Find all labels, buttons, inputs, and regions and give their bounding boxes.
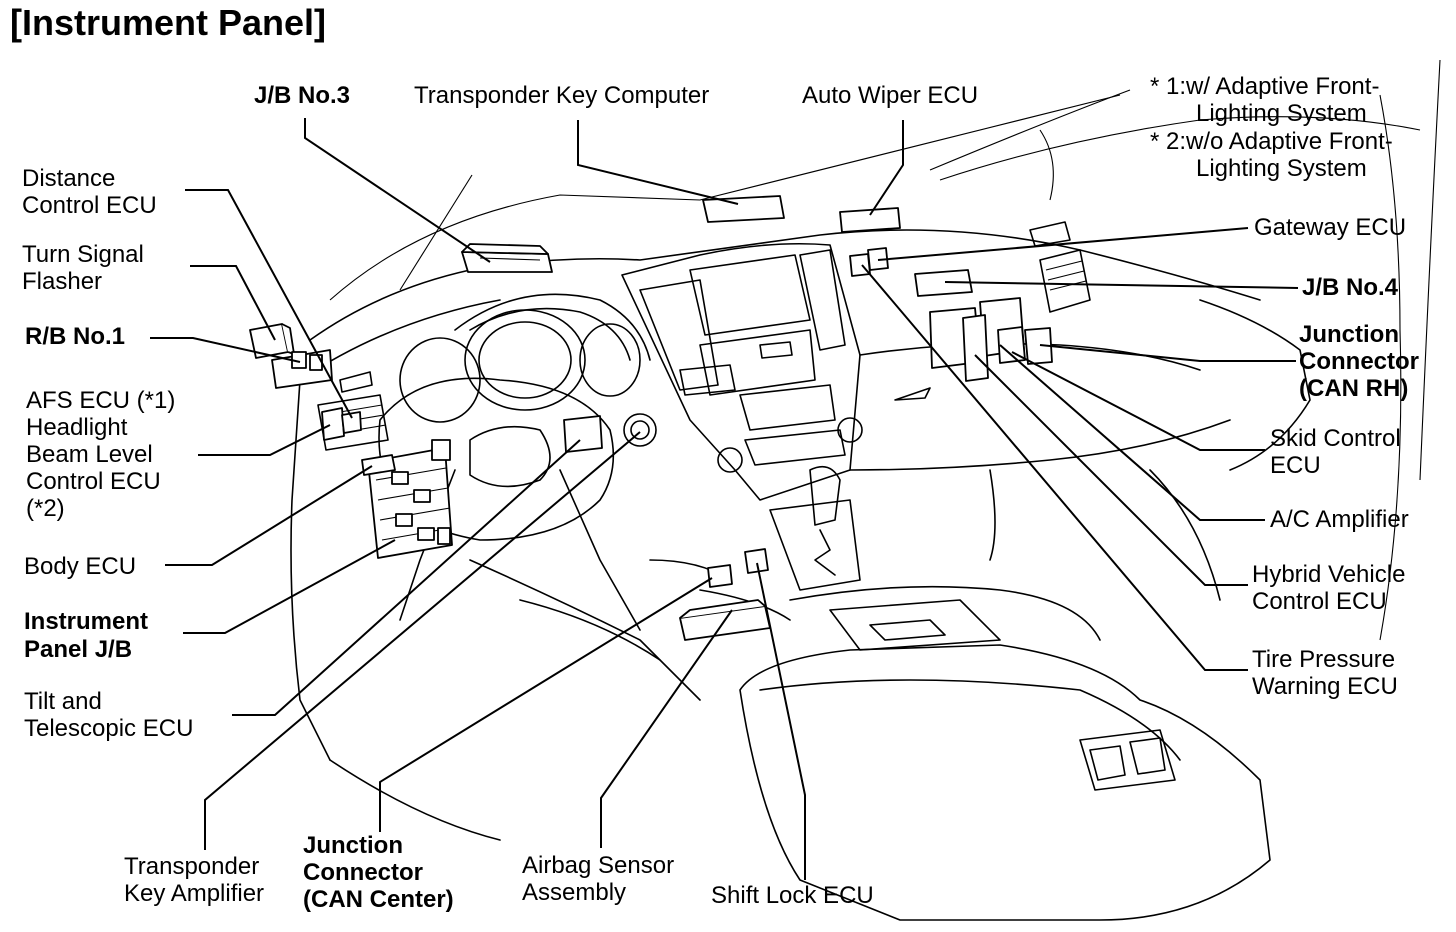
label-turn-signal-flasher-1: Turn Signal <box>22 241 144 268</box>
label-distance-control-ecu-1: Distance <box>22 165 116 192</box>
body-ecu-block <box>361 454 396 476</box>
label-turn-signal-flasher-2: Flasher <box>22 268 103 295</box>
note-1-line-1: * 1:w/ Adaptive Front- <box>1150 73 1380 100</box>
label-body-ecu: Body ECU <box>24 553 137 580</box>
instrument-panel-jb-block <box>367 439 453 559</box>
label-hybrid-vehicle-control-ecu-1: Hybrid Vehicle <box>1252 561 1406 588</box>
label-tilt-telescopic-ecu-2: Telescopic ECU <box>24 715 194 742</box>
label-jb-no3: J/B No.3 <box>254 82 351 109</box>
junction-connector-can-rh-block <box>1024 327 1053 365</box>
label-skid-control-ecu-1: Skid Control <box>1270 425 1401 452</box>
distance-control-ecu-block <box>341 411 362 434</box>
auto-wiper-ecu-block <box>839 207 901 233</box>
airbag-sensor-block <box>679 599 771 641</box>
label-ac-amplifier: A/C Amplifier <box>1270 506 1409 533</box>
label-tire-pressure-warning-ecu-1: Tire Pressure <box>1252 646 1396 673</box>
label-transponder-key-amplifier-1: Transponder <box>124 853 260 880</box>
rb-no1-block <box>271 349 333 389</box>
label-jc-can-center-2: Connector <box>303 859 423 886</box>
label-hybrid-vehicle-control-ecu-2: Control ECU <box>1252 588 1387 615</box>
label-transponder-key-computer: Transponder Key Computer <box>414 82 710 109</box>
turn-signal-flasher-block <box>249 323 295 359</box>
label-afs-ecu-5: (*2) <box>26 495 65 522</box>
note-1-line-2: Lighting System <box>1196 100 1367 127</box>
label-jc-can-center-3: (CAN Center) <box>303 886 454 913</box>
transponder-key-computer-block <box>702 195 785 223</box>
shift-lock-ecu-block <box>744 548 769 574</box>
tilt-telescopic-ecu-block <box>563 415 603 453</box>
hybrid-vehicle-control-ecu-block <box>962 314 989 382</box>
label-jc-can-center-1: Junction <box>303 832 403 859</box>
junction-connector-can-center-block <box>707 564 733 588</box>
label-tilt-telescopic-ecu-1: Tilt and <box>24 688 102 715</box>
label-instrument-panel-jb-1: Instrument <box>24 608 149 635</box>
label-tire-pressure-warning-ecu-2: Warning ECU <box>1252 673 1398 700</box>
label-jb-no4: J/B No.4 <box>1302 274 1399 301</box>
leader-lines <box>150 118 1299 880</box>
label-instrument-panel-jb-2: Panel J/B <box>24 636 133 663</box>
jb-no4-block <box>914 269 973 297</box>
label-afs-ecu-1: AFS ECU (*1) <box>26 387 176 414</box>
label-airbag-sensor-1: Airbag Sensor <box>522 852 675 879</box>
label-skid-control-ecu-2: ECU <box>1270 452 1321 479</box>
note-2-line-1: * 2:w/o Adaptive Front- <box>1150 128 1393 155</box>
label-jc-can-rh-1: Junction <box>1299 321 1399 348</box>
tire-pressure-warning-ecu-block <box>849 253 871 277</box>
label-rb-no1: R/B No.1 <box>25 323 126 350</box>
label-auto-wiper-ecu: Auto Wiper ECU <box>802 82 979 109</box>
label-afs-ecu-3: Beam Level <box>26 441 153 468</box>
label-jc-can-rh-3: (CAN RH) <box>1299 375 1409 402</box>
label-gateway-ecu: Gateway ECU <box>1254 214 1407 241</box>
ac-amplifier-connector <box>997 326 1026 364</box>
note-2-line-2: Lighting System <box>1196 155 1367 182</box>
label-airbag-sensor-2: Assembly <box>522 879 627 906</box>
label-afs-ecu-4: Control ECU <box>26 468 161 495</box>
label-shift-lock-ecu: Shift Lock ECU <box>711 882 874 909</box>
jb-no3-block <box>461 243 553 273</box>
label-distance-control-ecu-2: Control ECU <box>22 192 157 219</box>
afs-ecu-block <box>321 407 345 441</box>
diagram-title: [Instrument Panel] <box>10 2 327 43</box>
label-afs-ecu-2: Headlight <box>26 414 128 441</box>
label-jc-can-rh-2: Connector <box>1299 348 1419 375</box>
label-transponder-key-amplifier-2: Key Amplifier <box>124 880 265 907</box>
